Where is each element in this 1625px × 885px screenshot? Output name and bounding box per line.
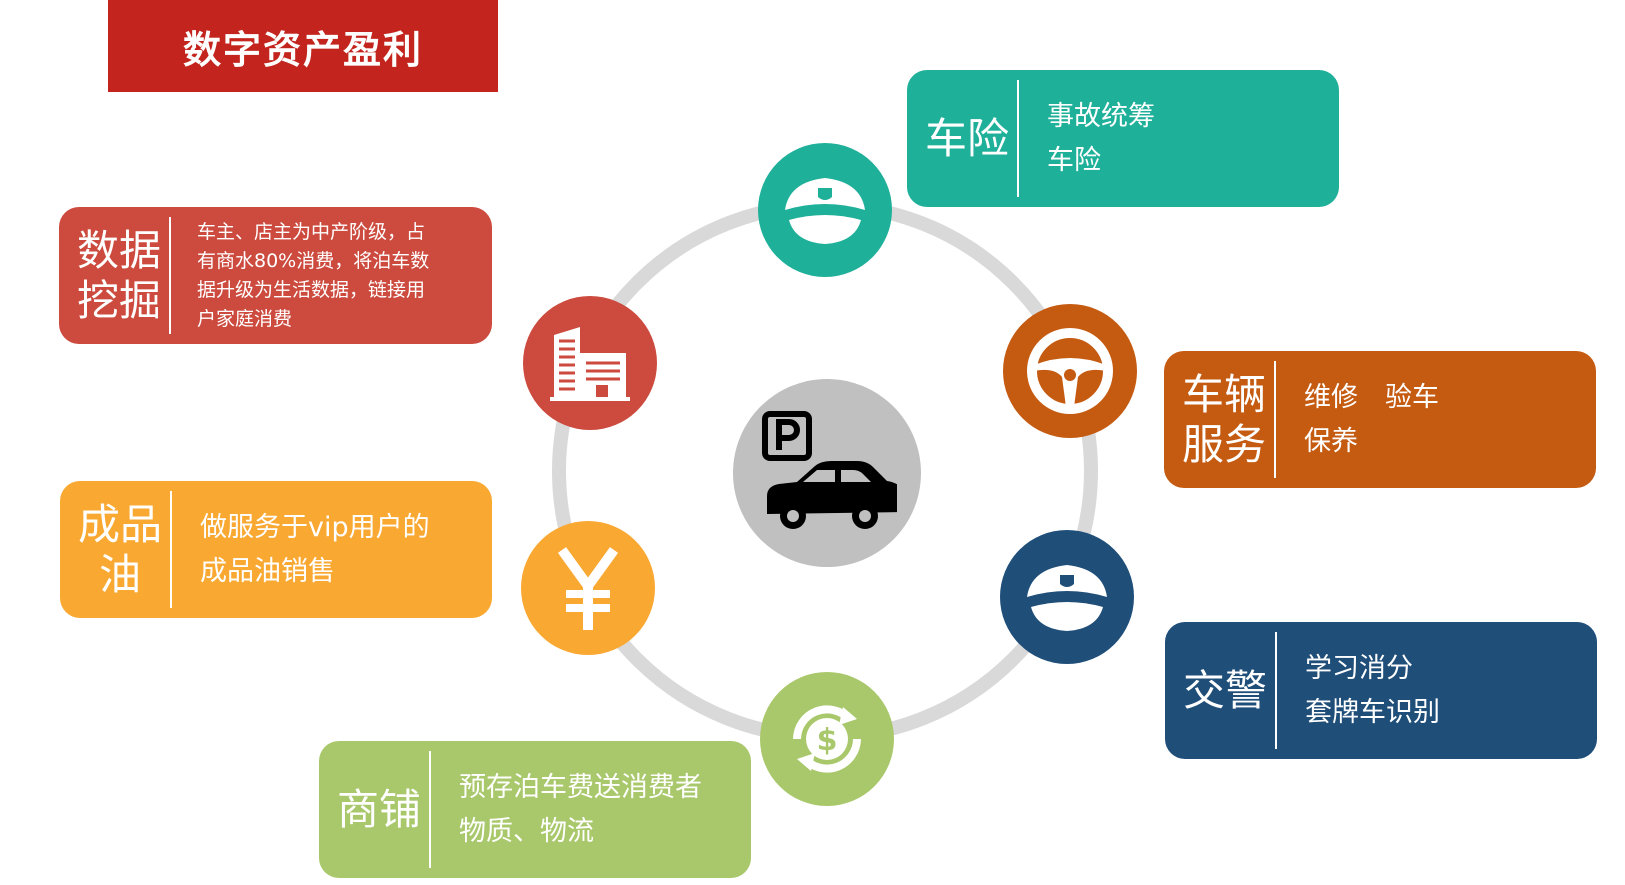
node-data-mining [523,296,657,430]
card-divider [1274,361,1276,478]
page-title: 数字资产盈利 [108,0,498,92]
card-title: 车辆 服务 [1181,369,1266,469]
steering-wheel-icon [1027,328,1113,414]
center-parking-node [733,379,921,567]
parking-car-icon [762,411,897,529]
card-car-insurance: 车险 事故统筹 车险 [907,70,1339,207]
card-divider [429,751,431,868]
card-title: 数据 挖掘 [76,225,161,325]
svg-text:$: $ [817,723,838,758]
card-shop: 商铺 预存泊车费送消费者 物质、物流 [319,741,751,878]
yen-icon [557,547,619,630]
card-title: 成品 油 [77,499,162,599]
card-divider [1275,632,1277,749]
node-vehicle-service [1003,304,1137,438]
card-traffic-police: 交警 学习消分 套牌车识别 [1165,622,1597,759]
card-divider [1017,80,1019,197]
node-fuel [521,521,655,655]
node-shop: $ [760,672,894,806]
dollar-cycle-icon: $ [793,705,861,773]
card-fuel: 成品 油 做服务于vip用户的 成品油销售 [60,481,492,618]
card-text: 做服务于vip用户的 成品油销售 [200,511,430,587]
card-title: 商铺 [336,784,421,834]
police-cap-icon [1027,565,1107,631]
card-title: 车险 [924,113,1009,163]
card-text: 学习消分 套牌车识别 [1305,652,1440,728]
card-data-mining: 数据 挖掘 车主、店主为中产阶级，占 有商水80%消费，将泊车数 据升级为生活数… [59,207,492,344]
card-title: 交警 [1182,665,1267,715]
police-cap-icon [785,178,865,244]
building-icon [550,327,630,401]
card-divider [169,217,171,334]
node-car-insurance [758,143,892,277]
card-vehicle-service: 车辆 服务 维修 验车 保养 [1164,351,1596,488]
node-traffic-police [1000,530,1134,664]
card-text: 维修 验车 保养 [1304,381,1439,457]
card-text: 事故统筹 车险 [1047,100,1155,176]
card-text: 车主、店主为中产阶级，占 有商水80%消费，将泊车数 据升级为生活数据，链接用 … [197,220,430,330]
card-text: 预存泊车费送消费者 物质、物流 [459,771,702,847]
card-divider [170,491,172,608]
